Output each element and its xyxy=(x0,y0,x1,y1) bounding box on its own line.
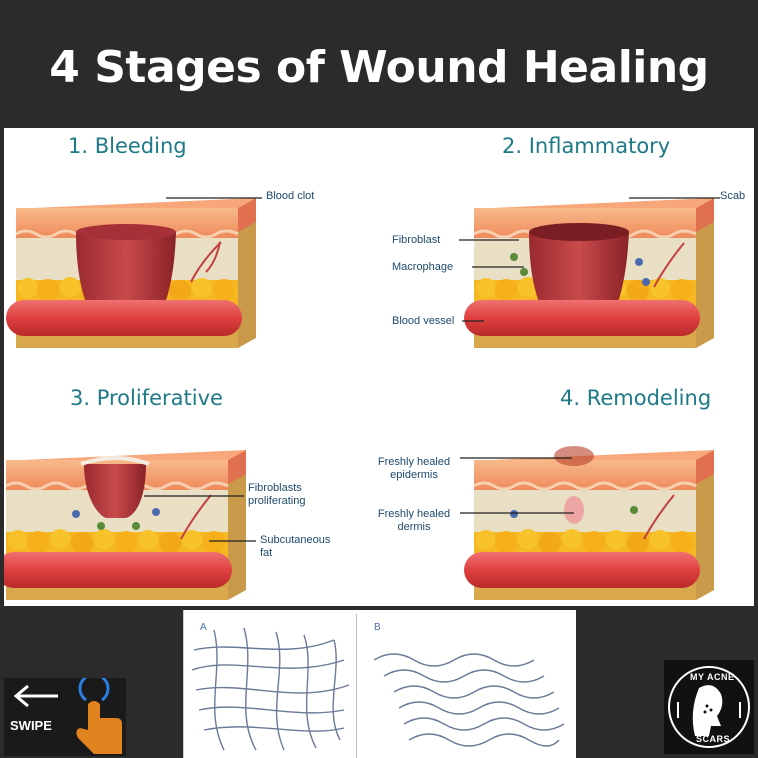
page-title: 4 Stages of Wound Healing xyxy=(49,42,709,93)
annotation-scab: Scab xyxy=(720,190,746,202)
annotation-macrophage: Macrophage xyxy=(392,261,454,273)
aligned-fibers-b xyxy=(373,653,565,747)
leader-lines xyxy=(144,197,720,542)
wound-healing-diagram xyxy=(4,128,720,606)
annotation-freshly-healed-epidermis: Freshly healed epidermis xyxy=(377,456,451,481)
stage3-skin-block xyxy=(4,450,246,600)
stage1-label: 1. Bleeding xyxy=(68,134,187,158)
stage4-skin-block xyxy=(464,446,714,600)
annotation-blood-vessel: Blood vessel xyxy=(392,315,455,327)
left-arrow-icon xyxy=(13,684,58,708)
hand-tap-icon xyxy=(76,678,122,754)
fiber-label-b: B xyxy=(374,622,381,633)
logo-text-top: MY ACNE xyxy=(690,672,735,682)
stage4-label: 4. Remodeling xyxy=(560,386,712,410)
fiber-drawings xyxy=(191,627,565,751)
diagram-panel: 1. Bleeding 2. Inflammatory 3. Prolifera… xyxy=(4,128,754,606)
stage2-label: 2. Inflammatory xyxy=(502,134,671,158)
fiber-divider xyxy=(356,614,357,758)
face-silhouette-icon xyxy=(692,685,723,736)
logo-text-bottom: SCARS xyxy=(696,734,731,744)
annotation-subcutaneous-fat: Subcutaneous fat xyxy=(260,534,331,559)
collagen-fiber-comparison: A B xyxy=(183,610,576,758)
fiber-label-a: A xyxy=(200,622,207,633)
annotation-fibroblasts-proliferating: Fibroblasts proliferating xyxy=(248,482,306,507)
brand-logo: MY ACNE SCARS xyxy=(664,660,754,754)
stage3-label: 3. Proliferative xyxy=(70,386,223,410)
annotation-blood-clot: Blood clot xyxy=(266,190,315,202)
swipe-label: SWIPE xyxy=(10,718,52,733)
stage1-skin-block xyxy=(6,198,256,348)
annotation-fibroblast: Fibroblast xyxy=(392,234,441,246)
swipe-button[interactable]: SWIPE xyxy=(4,678,126,756)
random-fibers-a xyxy=(191,627,350,751)
stage2-skin-block xyxy=(464,198,714,348)
annotation-freshly-healed-dermis: Freshly healed dermis xyxy=(377,508,451,533)
